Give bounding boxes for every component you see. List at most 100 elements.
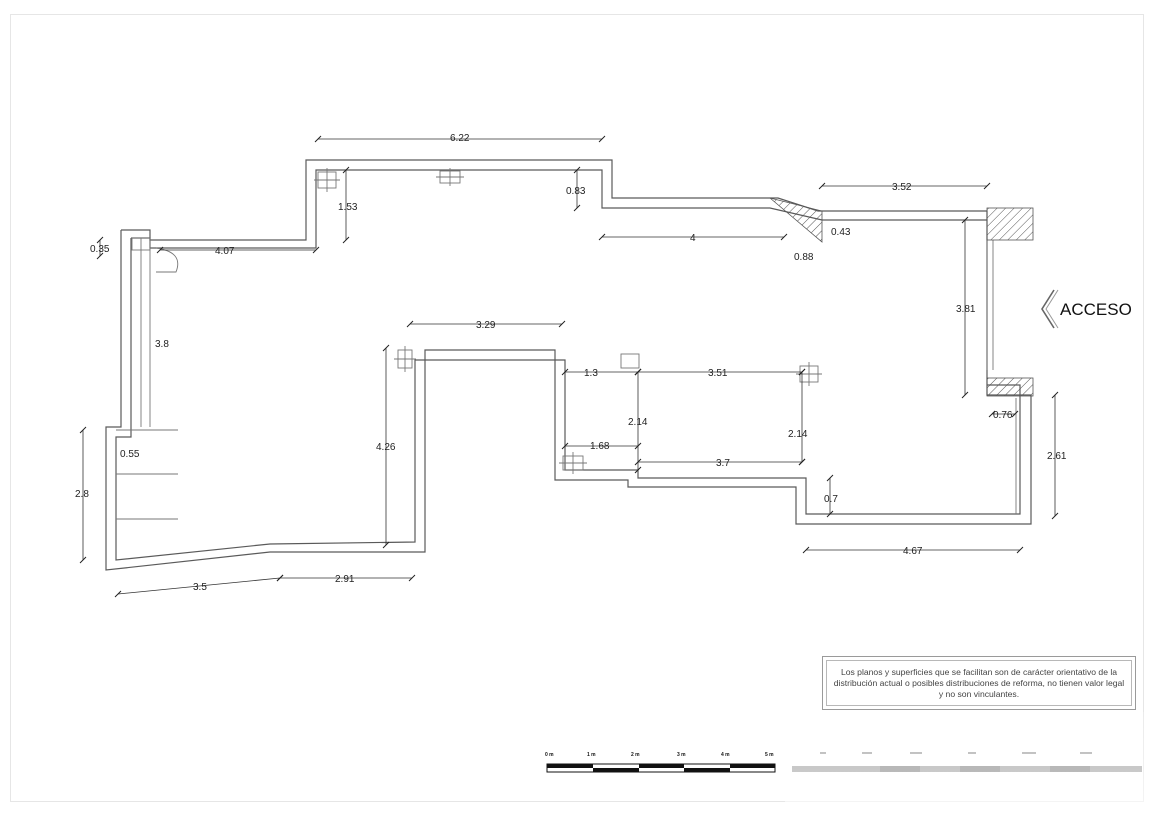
dim-label: 0.88 <box>794 252 814 263</box>
dim-tick <box>961 391 969 399</box>
dim-tick <box>558 320 566 328</box>
column-icon <box>620 353 640 369</box>
column-icon <box>131 237 151 251</box>
dim-label: 6.22 <box>450 133 470 144</box>
scale-label: 0 m <box>545 752 554 758</box>
dim-label: 2.8 <box>75 489 89 500</box>
dim-tick <box>406 320 414 328</box>
dim-label: 3.51 <box>708 368 728 379</box>
disclaimer-box: Los planos y superficies que se facilita… <box>822 656 1136 710</box>
disclaimer-text: Los planos y superficies que se facilita… <box>826 660 1132 706</box>
column-icon <box>559 452 587 474</box>
dim-tick <box>382 541 390 549</box>
dim-tick <box>1011 410 1019 418</box>
hatched-wedge <box>769 197 823 243</box>
dim-label: 3.8 <box>155 339 169 350</box>
dim-tick <box>156 246 164 254</box>
scale-segment <box>684 768 730 772</box>
dim-tick <box>342 236 350 244</box>
dim-label: 1.68 <box>590 441 610 452</box>
dim-label: 3.81 <box>956 304 976 315</box>
scale-segment <box>593 768 639 772</box>
dim-tick <box>314 135 322 143</box>
dim-label: 2.61 <box>1047 451 1067 462</box>
dim-tick <box>598 233 606 241</box>
dim-tick <box>1051 512 1059 520</box>
scale-label: 4 m <box>721 752 730 758</box>
dim-label: 2.14 <box>628 417 648 428</box>
dim-label: 1.3 <box>584 368 598 379</box>
dim-tick <box>79 556 87 564</box>
dim-label: 0.76 <box>993 410 1013 421</box>
dim-tick <box>1051 391 1059 399</box>
dim-tick <box>826 510 834 518</box>
scale-segment <box>547 764 593 768</box>
hatched-pillar <box>986 377 1034 397</box>
door-swing <box>155 247 179 273</box>
dim-label: 2.91 <box>335 574 355 585</box>
scale-bar: 0 m 1 m 2 m 3 m 4 m 5 m <box>545 752 776 773</box>
blur-overlay <box>785 712 1150 802</box>
dim-label: 0.83 <box>566 186 586 197</box>
dim-label: 0.35 <box>90 244 110 255</box>
dimension-labels: 6.22 1.53 0.83 4.07 0.35 4 0.88 0.43 3.5… <box>75 133 1067 593</box>
column-icon <box>394 346 416 372</box>
dim-tick <box>634 368 642 376</box>
dim-tick <box>818 182 826 190</box>
scale-label: 3 m <box>677 752 686 758</box>
outer-wall-line <box>105 159 1032 571</box>
dim-tick <box>573 166 581 174</box>
access-chevron-outline-icon <box>1045 289 1059 329</box>
dim-tick <box>634 458 642 466</box>
dim-tick <box>312 246 320 254</box>
dim-label: 3.7 <box>716 458 730 469</box>
dimension-lines <box>79 135 1059 598</box>
dim-tick <box>798 368 806 376</box>
outer-walls <box>105 159 1032 571</box>
dim-tick <box>382 344 390 352</box>
column-symbols <box>131 168 822 474</box>
dim-tick <box>826 474 834 482</box>
dim-tick <box>79 426 87 434</box>
dim-tick <box>988 410 996 418</box>
dim-label: 1.53 <box>338 202 358 213</box>
dim-tick <box>342 166 350 174</box>
dim-tick <box>561 442 569 450</box>
dim-label: 2.14 <box>788 429 808 440</box>
dim-label: 4.07 <box>215 246 235 257</box>
dim-label: 4.67 <box>903 546 923 557</box>
dim-tick <box>983 182 991 190</box>
access-label: ACCESO <box>1060 300 1132 319</box>
inner-wall-line-2 <box>115 238 1021 561</box>
dim-tick <box>276 574 284 582</box>
dim-tick <box>798 458 806 466</box>
drawing-frame <box>10 14 1144 802</box>
dim-label: 0.55 <box>120 449 140 460</box>
dim-tick <box>114 590 122 598</box>
dim-tick <box>96 236 104 244</box>
dim-tick <box>573 204 581 212</box>
dim-tick <box>634 442 642 450</box>
dim-tick <box>561 368 569 376</box>
dim-label: 0.43 <box>831 227 851 238</box>
scale-label: 5 m <box>765 752 774 758</box>
scale-label: 2 m <box>631 752 640 758</box>
dim-line <box>117 577 281 595</box>
column-icon <box>436 168 464 186</box>
dim-label: 3.5 <box>193 582 207 593</box>
dim-tick <box>634 466 642 474</box>
dim-tick <box>96 252 104 260</box>
access-chevron-icon <box>1041 289 1055 329</box>
dim-label: 3.52 <box>892 182 912 193</box>
dim-tick <box>408 574 416 582</box>
inner-wall-line <box>131 169 987 249</box>
dim-tick <box>598 135 606 143</box>
hatched-pillar <box>986 207 1034 241</box>
scale-segment <box>730 764 775 768</box>
dim-tick <box>1016 546 1024 554</box>
scale-label: 1 m <box>587 752 596 758</box>
dim-label: 4.26 <box>376 442 396 453</box>
dim-label: 0.7 <box>824 494 838 505</box>
dim-tick <box>961 216 969 224</box>
dim-tick <box>780 233 788 241</box>
